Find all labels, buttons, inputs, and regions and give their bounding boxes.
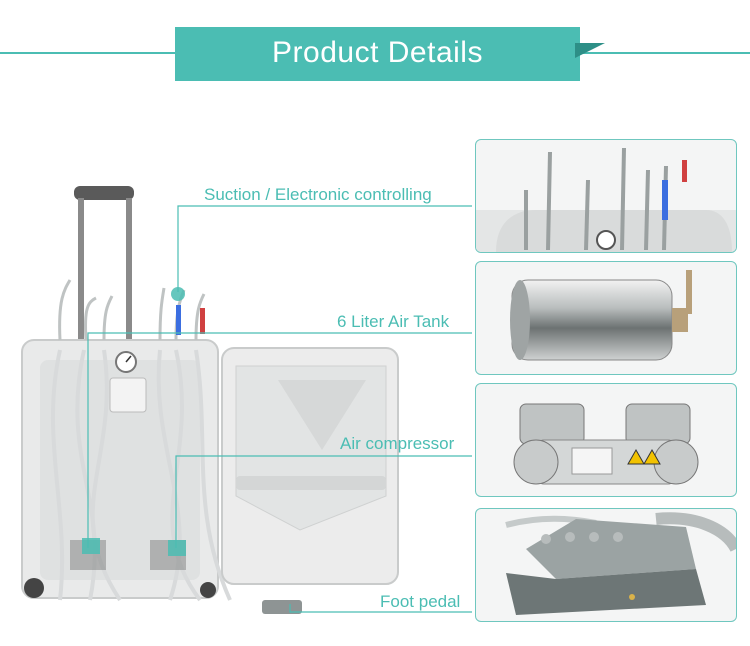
product-image	[0, 180, 470, 620]
pedal-small	[262, 600, 302, 614]
trolley-handle	[74, 186, 134, 200]
header-rule-right	[580, 52, 750, 54]
detail-panel-compressor	[475, 383, 737, 497]
page-title: Product Details	[272, 36, 483, 69]
detail-panel-air-tank	[475, 261, 737, 375]
callout-air-tank: 6 Liter Air Tank	[337, 312, 450, 331]
header-banner: Product Details	[175, 27, 580, 81]
detail-panel-handpieces	[475, 139, 737, 253]
callout-compressor: Air compressor	[340, 434, 455, 453]
detail-panel-foot-pedal	[475, 508, 737, 622]
callout-suction: Suction / Electronic controlling	[204, 185, 432, 204]
header-rule-left	[0, 52, 175, 54]
callout-foot-pedal: Foot pedal	[380, 592, 461, 611]
banner-fold	[575, 43, 605, 58]
